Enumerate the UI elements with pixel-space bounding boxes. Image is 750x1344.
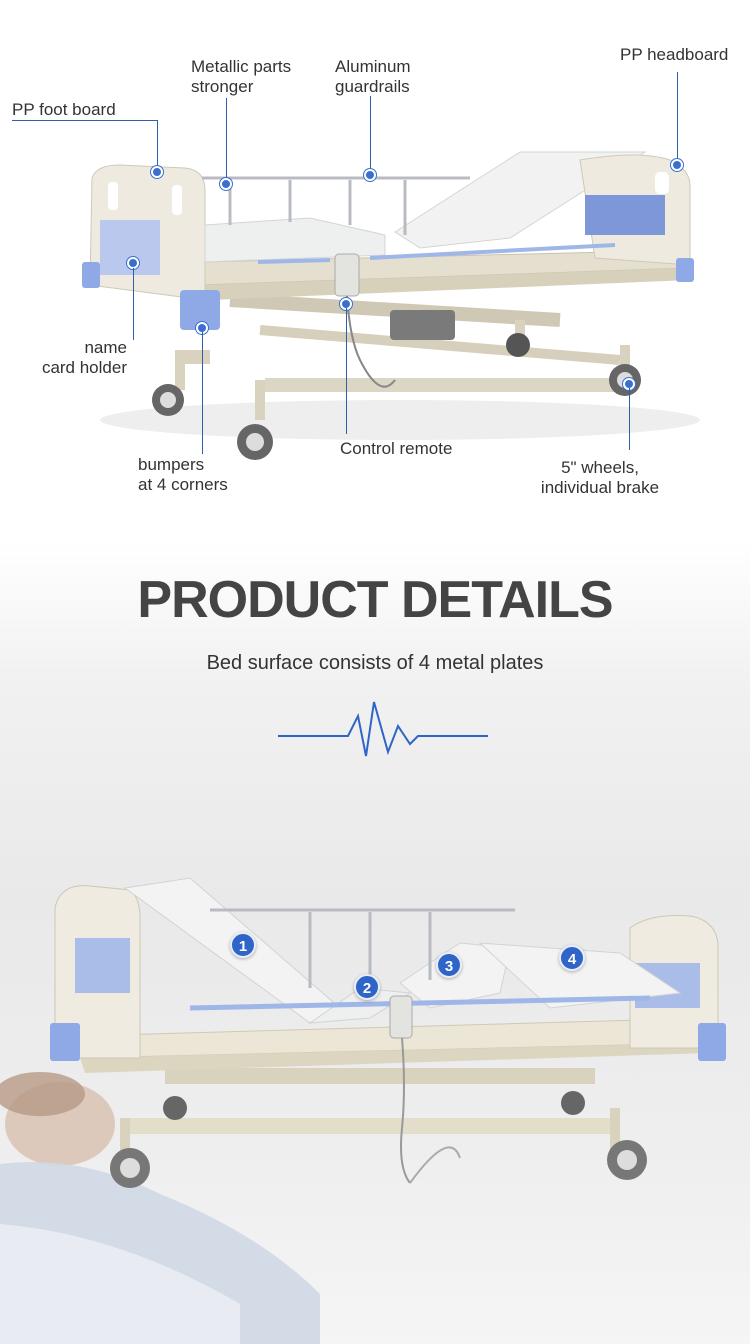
plate-badge-3: 3 xyxy=(436,952,462,978)
callout-dot-guardrails xyxy=(364,169,376,181)
callout-line-metallic xyxy=(226,98,227,180)
plate-badge-1: 1 xyxy=(230,932,256,958)
product-details-title: PRODUCT DETAILS xyxy=(137,571,613,629)
heartbeat-line-icon xyxy=(278,701,488,757)
patient-image xyxy=(0,1072,320,1344)
callout-line-footboard-v xyxy=(157,120,158,172)
label-control-remote: Control remote xyxy=(340,439,453,458)
callout-line-bumpers xyxy=(202,332,203,454)
callout-line-headboard xyxy=(677,72,678,164)
plate-badge-2: 2 xyxy=(354,974,380,1000)
label-pp-foot-board: PP foot board xyxy=(12,100,116,119)
label-metallic-parts: Metallic parts stronger xyxy=(191,57,292,96)
label-pp-headboard: PP headboard xyxy=(620,45,729,64)
callout-dot-metallic xyxy=(220,178,232,190)
label-aluminum-guardrails: Aluminum guardrails xyxy=(335,57,411,96)
callout-line-namecard xyxy=(133,268,134,340)
label-wheels: 5" wheels, individual brake xyxy=(540,458,660,497)
callout-line-footboard xyxy=(12,120,157,121)
callout-line-remote xyxy=(346,308,347,434)
callout-dot-headboard xyxy=(671,159,683,171)
callout-dot-footboard xyxy=(151,166,163,178)
bed-illustration-details xyxy=(50,877,726,1188)
plate-badge-4: 4 xyxy=(559,945,585,971)
product-details-subtitle: Bed surface consists of 4 metal plates xyxy=(206,652,544,674)
callout-line-guardrails xyxy=(370,96,371,172)
label-bumpers: bumpers at 4 corners xyxy=(138,455,228,494)
label-name-card-holder: name card holder xyxy=(41,338,127,377)
callout-line-wheels xyxy=(629,388,630,450)
